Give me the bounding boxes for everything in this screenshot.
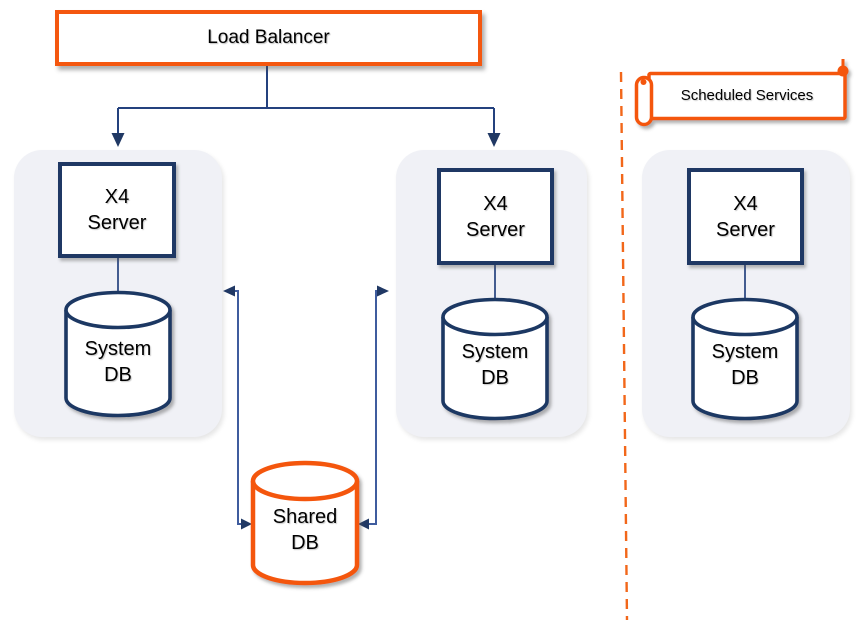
load-balancer-box: Load Balancer: [55, 10, 482, 66]
system-db-label-3: System DB: [693, 339, 797, 391]
arrow-server1-shared-db: [223, 285, 252, 530]
shared-db-cylinder: [250, 460, 360, 586]
system-db-cylinder-1: [64, 290, 172, 418]
system-db-cylinder-3: [691, 297, 799, 421]
shared-db-label: Shared DB: [253, 504, 357, 556]
system-db-1-line1: System: [84, 338, 152, 360]
x4-server-1-label-line2: Server: [87, 212, 147, 234]
arrowhead-to-server-2: [487, 133, 501, 147]
scheduled-services-label-box: Scheduled Services: [649, 73, 845, 118]
system-db-label-2: System DB: [443, 339, 547, 391]
x4-server-3-label-line2: Server: [716, 218, 775, 241]
arrowhead-to-shared-db-left: [241, 518, 252, 530]
system-db-2-line1: System: [461, 341, 529, 363]
banner-left-roll: [634, 75, 654, 127]
scheduled-services-banner: [634, 59, 849, 127]
x4-server-2-label-line1: X4: [483, 192, 508, 215]
x4-server-3-label-line1: X4: [733, 192, 758, 215]
arrow-server2-shared-db: [358, 285, 389, 530]
load-balancer-label: Load Balancer: [207, 27, 330, 48]
x4-server-box-3: X4 Server: [687, 168, 804, 265]
arrowhead-to-group-1: [223, 285, 235, 297]
system-db-3-line1: System: [711, 341, 779, 363]
system-db-cylinder-2: [441, 297, 549, 421]
system-db-3-line2: DB: [731, 367, 759, 389]
system-db-label-1: System DB: [66, 336, 170, 388]
arrowhead-to-server-1: [111, 133, 125, 147]
x4-server-1-label-line1: X4: [104, 186, 130, 208]
x4-server-2-label-line2: Server: [466, 218, 525, 241]
banner-knob: [837, 65, 849, 77]
x4-server-box-2: X4 Server: [437, 168, 554, 265]
scheduled-services-label: Scheduled Services: [680, 87, 814, 104]
connector-lb-to-servers: [111, 66, 501, 147]
banner-roll-curl: [640, 79, 647, 85]
shared-db-line1: Shared: [272, 506, 338, 528]
system-db-2-line2: DB: [481, 367, 509, 389]
arrowhead-to-group-2: [377, 285, 389, 297]
system-db-1-line2: DB: [104, 364, 132, 386]
separator-dashed-line: [619, 71, 629, 621]
x4-server-box-1: X4 Server: [58, 162, 176, 258]
arrowhead-to-shared-db-right: [358, 518, 369, 530]
shared-db-line2: DB: [291, 532, 319, 554]
